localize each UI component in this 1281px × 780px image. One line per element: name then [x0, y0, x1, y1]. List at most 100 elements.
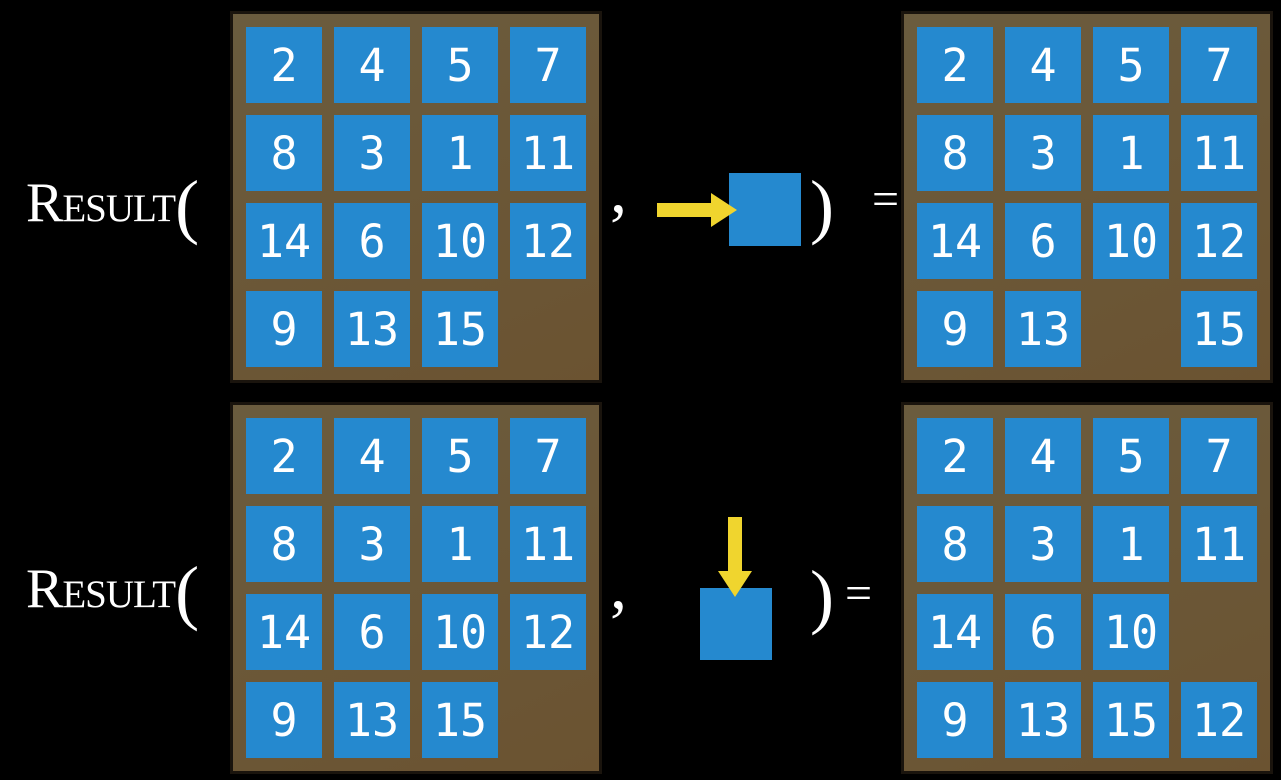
tile-number: 13 — [1015, 693, 1071, 747]
tile-number: 4 — [1029, 429, 1057, 483]
puzzle-tile: 5 — [422, 27, 498, 103]
puzzle-tile: 9 — [917, 291, 993, 367]
tile-number: 12 — [520, 605, 576, 659]
puzzle-tile: 5 — [422, 418, 498, 494]
tile-number: 2 — [270, 429, 298, 483]
empty-cell — [510, 291, 586, 367]
equals-sign: = — [872, 173, 900, 226]
puzzle-tile: 15 — [422, 682, 498, 758]
puzzle-tile: 12 — [1181, 682, 1257, 758]
close-paren: ) — [810, 166, 834, 246]
puzzle-tile: 13 — [334, 682, 410, 758]
result-function-label: Result( — [26, 553, 199, 628]
tile-number: 4 — [1029, 38, 1057, 92]
puzzle-tile: 2 — [246, 27, 322, 103]
tile-number: 14 — [927, 214, 983, 268]
puzzle-tile: 13 — [1005, 682, 1081, 758]
puzzle-tile: 1 — [422, 115, 498, 191]
puzzle-tile: 6 — [1005, 203, 1081, 279]
tile-number: 1 — [446, 126, 474, 180]
equals-sign: = — [845, 567, 873, 620]
tile-number: 15 — [432, 302, 488, 356]
tile-number: 2 — [270, 38, 298, 92]
tile-number: 6 — [1029, 605, 1057, 659]
puzzle-tile: 4 — [334, 27, 410, 103]
puzzle-tile: 8 — [917, 506, 993, 582]
puzzle-tile: 13 — [1005, 291, 1081, 367]
puzzle-tile: 4 — [334, 418, 410, 494]
action-tile-square — [700, 588, 772, 660]
puzzle-tile: 2 — [246, 418, 322, 494]
tile-number: 15 — [432, 693, 488, 747]
puzzle-tile: 2 — [917, 27, 993, 103]
arrow-down-icon — [718, 517, 752, 597]
close-paren: ) — [810, 556, 834, 636]
puzzle-tile: 11 — [1181, 506, 1257, 582]
tile-number: 9 — [941, 302, 969, 356]
tile-number: 1 — [446, 517, 474, 571]
tile-number: 11 — [1191, 517, 1247, 571]
puzzle-tile: 3 — [334, 506, 410, 582]
tile-number: 10 — [1103, 605, 1159, 659]
tile-number: 15 — [1103, 693, 1159, 747]
function-name: Result — [26, 558, 176, 620]
tile-number: 7 — [534, 429, 562, 483]
tile-number: 2 — [941, 429, 969, 483]
tile-number: 11 — [520, 126, 576, 180]
tile-number: 3 — [1029, 517, 1057, 571]
puzzle-tile: 15 — [422, 291, 498, 367]
puzzle-tile: 8 — [246, 506, 322, 582]
puzzle-tile: 14 — [246, 203, 322, 279]
puzzle-tile: 12 — [510, 594, 586, 670]
puzzle-tile: 12 — [1181, 203, 1257, 279]
tile-number: 14 — [256, 605, 312, 659]
puzzle-tile: 4 — [1005, 418, 1081, 494]
tile-number: 14 — [256, 214, 312, 268]
tile-number: 9 — [270, 302, 298, 356]
puzzle-tile: 1 — [422, 506, 498, 582]
puzzle-tile: 10 — [1093, 203, 1169, 279]
puzzle-tile: 3 — [1005, 115, 1081, 191]
puzzle-tile: 9 — [246, 291, 322, 367]
empty-cell — [1093, 291, 1169, 367]
tile-number: 5 — [446, 38, 474, 92]
puzzle-tile: 5 — [1093, 27, 1169, 103]
puzzle-tile: 1 — [1093, 506, 1169, 582]
puzzle-tile: 10 — [1093, 594, 1169, 670]
puzzle-tile: 7 — [510, 418, 586, 494]
puzzle-tile: 11 — [510, 115, 586, 191]
puzzle-tile: 4 — [1005, 27, 1081, 103]
puzzle-tile: 10 — [422, 203, 498, 279]
tile-number: 2 — [941, 38, 969, 92]
empty-cell — [510, 682, 586, 758]
puzzle-tile: 11 — [510, 506, 586, 582]
puzzle-tile: 15 — [1181, 291, 1257, 367]
tile-number: 8 — [941, 126, 969, 180]
tile-number: 11 — [1191, 126, 1247, 180]
puzzle-tile: 14 — [917, 594, 993, 670]
tile-number: 11 — [520, 517, 576, 571]
puzzle-tile: 9 — [917, 682, 993, 758]
action-tile-square — [729, 173, 801, 246]
puzzle-tile: 1 — [1093, 115, 1169, 191]
puzzle-tile: 14 — [917, 203, 993, 279]
tile-number: 7 — [534, 38, 562, 92]
result-function-label: Result( — [26, 166, 200, 246]
tile-number: 12 — [1191, 693, 1247, 747]
tile-number: 7 — [1205, 429, 1233, 483]
tile-number: 13 — [344, 302, 400, 356]
puzzle-tile: 10 — [422, 594, 498, 670]
puzzle-tile: 6 — [334, 594, 410, 670]
puzzle-tile: 7 — [1181, 418, 1257, 494]
tile-number: 15 — [1191, 302, 1247, 356]
puzzle-tile: 5 — [1093, 418, 1169, 494]
tile-number: 5 — [1117, 38, 1145, 92]
open-paren: ( — [175, 166, 200, 246]
tile-number: 10 — [432, 605, 488, 659]
arrow-right-icon — [657, 193, 737, 227]
puzzle-tile: 7 — [510, 27, 586, 103]
tile-number: 3 — [1029, 126, 1057, 180]
puzzle-tile: 11 — [1181, 115, 1257, 191]
